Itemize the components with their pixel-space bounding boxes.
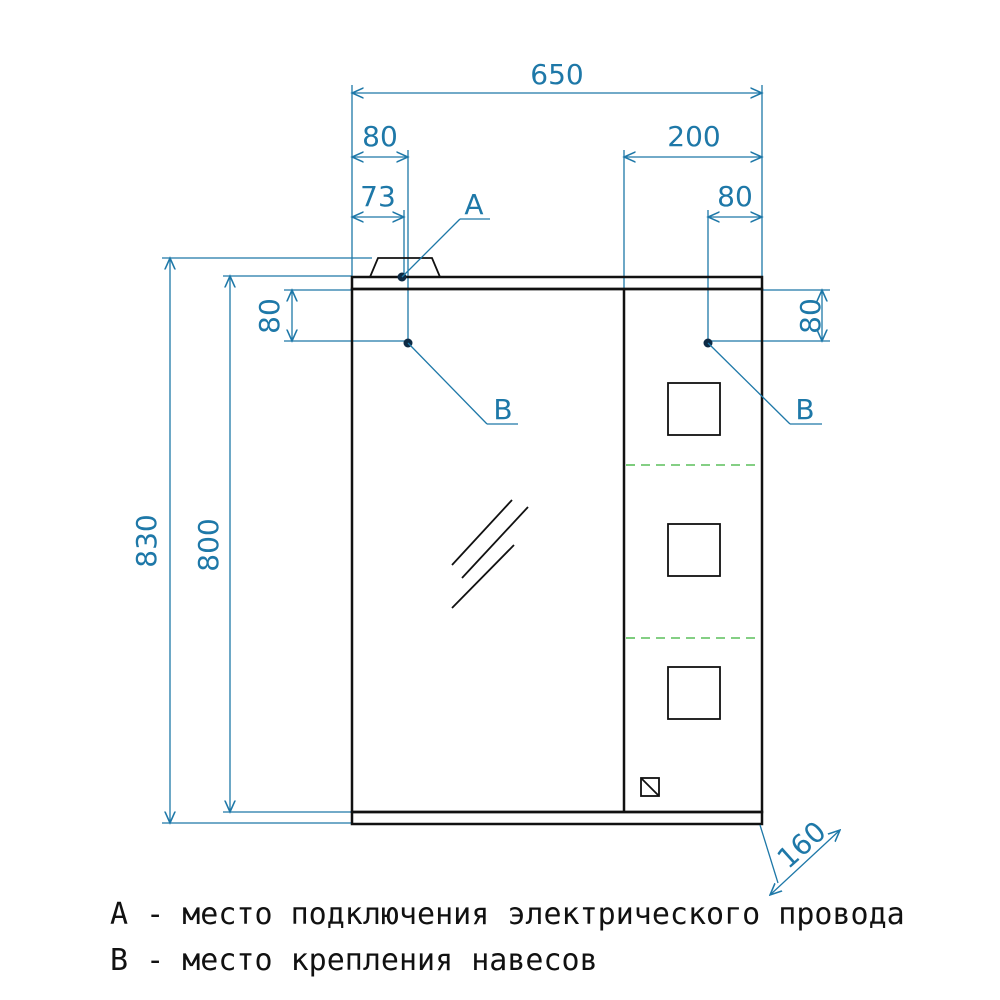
dimension-left-offset-80: 80 [352,120,408,345]
dimension-label-200: 200 [667,120,720,153]
square-lower [667,666,721,720]
square-middle [667,523,721,577]
switch-slash [640,777,660,797]
dimension-label-80-left-top: 80 [362,120,398,153]
callout-a: A [397,188,490,282]
dimension-right-section-200: 200 [624,120,762,290]
mirror-reflection-marks [451,499,529,609]
dimension-label-80-right-top: 80 [717,180,753,213]
shelf-squares [640,382,721,797]
lamp-housing [369,257,441,278]
dimension-height-body: 800 [192,276,352,812]
dimension-label-830: 830 [130,514,163,567]
callout-b-right: B [703,338,822,426]
dimension-label-80-right-side: 80 [794,298,827,334]
bottom-panel [350,810,764,826]
dimension-label-160: 160 [771,815,833,875]
dimension-right-offset-80: 80 [708,180,762,345]
dimension-label-73: 73 [360,180,396,213]
legend-line-a: A - место подключения электрического про… [110,897,905,932]
dimension-label-80-left-side: 80 [253,298,286,334]
dimension-left-vertical-80: 80 [253,290,408,341]
callout-label-b-left: B [493,393,512,426]
cabinet-outline [350,257,764,826]
dimension-left-offset-73: 73 [352,180,404,278]
dimension-label-800: 800 [192,518,225,571]
callout-label-b-right: B [795,393,814,426]
callout-label-a: A [464,188,483,221]
legend-line-b: B - место крепления навесов [110,943,598,978]
cabinet-body [350,287,764,814]
switch-square [640,777,660,797]
top-panel [350,275,764,291]
dimension-height-total: 830 [130,258,372,823]
callout-b-left: B [403,338,518,426]
shelf-dashes [626,464,760,639]
dimension-label-650: 650 [530,58,583,91]
dimension-right-vertical-80: 80 [708,290,830,341]
dimension-width-total: 650 [352,58,762,278]
square-upper [667,382,721,436]
dimension-depth: 160 [759,815,840,895]
